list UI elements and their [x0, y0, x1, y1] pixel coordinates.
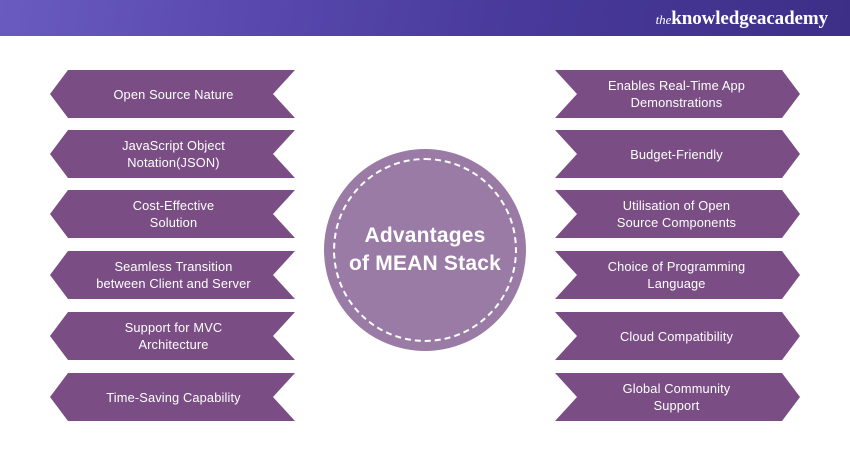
advantage-label: Cost-Effective Solution: [132, 198, 215, 230]
advantage-item-left-4[interactable]: Seamless Transition between Client and S…: [50, 251, 295, 299]
advantage-item-left-3[interactable]: Cost-Effective Solution: [50, 190, 295, 238]
advantage-label: Support for MVC Architecture: [124, 320, 223, 352]
advantage-item-left-6[interactable]: Time-Saving Capability: [50, 373, 295, 421]
page-header: theknowledgeacademy: [0, 0, 850, 36]
advantage-label: Open Source Nature: [113, 86, 234, 102]
advantage-item-left-2[interactable]: JavaScript Object Notation(JSON): [50, 130, 295, 178]
infographic-canvas: Open Source Nature JavaScript Object Not…: [0, 36, 850, 450]
brand-logo: theknowledgeacademy: [656, 9, 828, 28]
advantage-item-right-1[interactable]: Enables Real-Time App Demonstrations: [555, 70, 800, 118]
center-hub: Advantages of MEAN Stack: [324, 149, 526, 351]
center-title: Advantages of MEAN Stack: [349, 224, 501, 275]
advantage-label: Enables Real-Time App Demonstrations: [607, 78, 746, 110]
advantage-label: Seamless Transition between Client and S…: [96, 259, 251, 291]
advantage-item-right-5[interactable]: Cloud Compatibility: [555, 312, 800, 360]
advantage-label: JavaScript Object Notation(JSON): [122, 138, 225, 170]
advantage-label: Time-Saving Capability: [106, 389, 241, 405]
advantage-item-left-1[interactable]: Open Source Nature: [50, 70, 295, 118]
advantage-label: Choice of Programming Language: [607, 259, 746, 291]
advantage-item-left-5[interactable]: Support for MVC Architecture: [50, 312, 295, 360]
advantage-item-right-6[interactable]: Global Community Support: [555, 373, 800, 421]
advantage-item-right-4[interactable]: Choice of Programming Language: [555, 251, 800, 299]
advantage-item-right-2[interactable]: Budget-Friendly: [555, 130, 800, 178]
advantage-item-right-3[interactable]: Utilisation of Open Source Components: [555, 190, 800, 238]
brand-logo-the: the: [655, 11, 672, 27]
advantage-label: Utilisation of Open Source Components: [616, 198, 737, 230]
advantage-label: Budget-Friendly: [630, 146, 723, 162]
advantage-label: Global Community Support: [622, 381, 731, 413]
brand-logo-main: knowledgeacademy: [671, 7, 828, 29]
advantage-label: Cloud Compatibility: [619, 328, 734, 344]
